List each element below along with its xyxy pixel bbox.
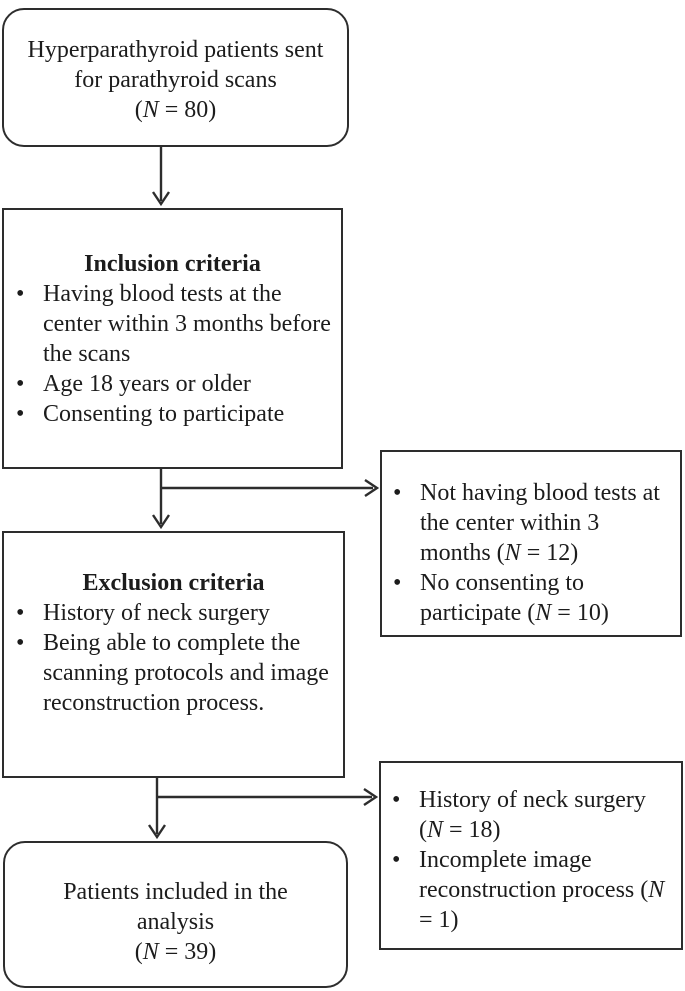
list-item: • History of neck surgery	[4, 598, 343, 628]
list-item: • Age 18 years or older	[4, 369, 341, 399]
final-box: Patients included in the analysis (N = 3…	[3, 841, 348, 988]
list-item: • Having blood tests at the center withi…	[4, 279, 341, 369]
exclusion-criteria-box: Exclusion criteria • History of neck sur…	[2, 531, 345, 778]
start-box-line: (N = 80)	[134, 97, 217, 123]
bullet-icon: •	[16, 281, 25, 307]
start-box-line: Hyperparathyroid patients sent	[27, 37, 324, 63]
bullet-icon: •	[393, 570, 402, 596]
arrowhead-branch-to-side2	[363, 788, 379, 806]
excluded-patients-box-1: • Not having blood tests at the center w…	[380, 450, 682, 637]
list-item-text: Incomplete image reconstruction process …	[419, 847, 665, 933]
arrowhead-exclusion-to-final	[148, 824, 166, 840]
list-item-text: Having blood tests at the center within …	[43, 281, 331, 367]
list-item-text: Being able to complete the scanning prot…	[43, 630, 329, 716]
bullet-icon: •	[392, 847, 401, 873]
start-box-line: for parathyroid scans	[74, 67, 277, 93]
inclusion-criteria-title: Inclusion criteria	[84, 251, 261, 277]
list-item: • No consenting to participate (N = 10)	[382, 568, 680, 628]
bullet-icon: •	[16, 600, 25, 626]
bullet-icon: •	[393, 480, 402, 506]
list-item: • Consenting to participate	[4, 399, 341, 429]
exclusion-criteria-list: • History of neck surgery • Being able t…	[4, 598, 343, 718]
list-item-text: No consenting to participate (N = 10)	[420, 570, 609, 626]
arrowhead-inclusion-to-exclusion	[152, 514, 170, 530]
arrowhead-start-to-inclusion	[152, 191, 170, 207]
excluded-patients-list-2: • History of neck surgery (N = 18) • Inc…	[381, 785, 681, 935]
list-item: • History of neck surgery (N = 18)	[381, 785, 681, 845]
bullet-icon: •	[392, 787, 401, 813]
inclusion-criteria-list: • Having blood tests at the center withi…	[4, 279, 341, 429]
start-box: Hyperparathyroid patients sent for parat…	[2, 8, 349, 147]
final-box-line: analysis	[136, 909, 215, 935]
final-box-line: (N = 39)	[134, 939, 217, 965]
excluded-patients-box-2: • History of neck surgery (N = 18) • Inc…	[379, 761, 683, 950]
list-item-text: History of neck surgery (N = 18)	[419, 787, 646, 843]
final-box-line: Patients included in the	[63, 879, 288, 905]
list-item-text: History of neck surgery	[43, 600, 270, 626]
list-item-text: Not having blood tests at the center wit…	[420, 480, 660, 566]
list-item-text: Consenting to participate	[43, 401, 285, 427]
excluded-patients-list-1: • Not having blood tests at the center w…	[382, 478, 680, 628]
arrowhead-branch-to-side1	[364, 479, 380, 497]
exclusion-criteria-title: Exclusion criteria	[82, 570, 265, 596]
bullet-icon: •	[16, 371, 25, 397]
bullet-icon: •	[16, 401, 25, 427]
bullet-icon: •	[16, 630, 25, 656]
list-item: • Being able to complete the scanning pr…	[4, 628, 343, 718]
inclusion-criteria-box: Inclusion criteria • Having blood tests …	[2, 208, 343, 469]
list-item-text: Age 18 years or older	[43, 371, 251, 397]
list-item: • Not having blood tests at the center w…	[382, 478, 680, 568]
list-item: • Incomplete image reconstruction proces…	[381, 845, 681, 935]
